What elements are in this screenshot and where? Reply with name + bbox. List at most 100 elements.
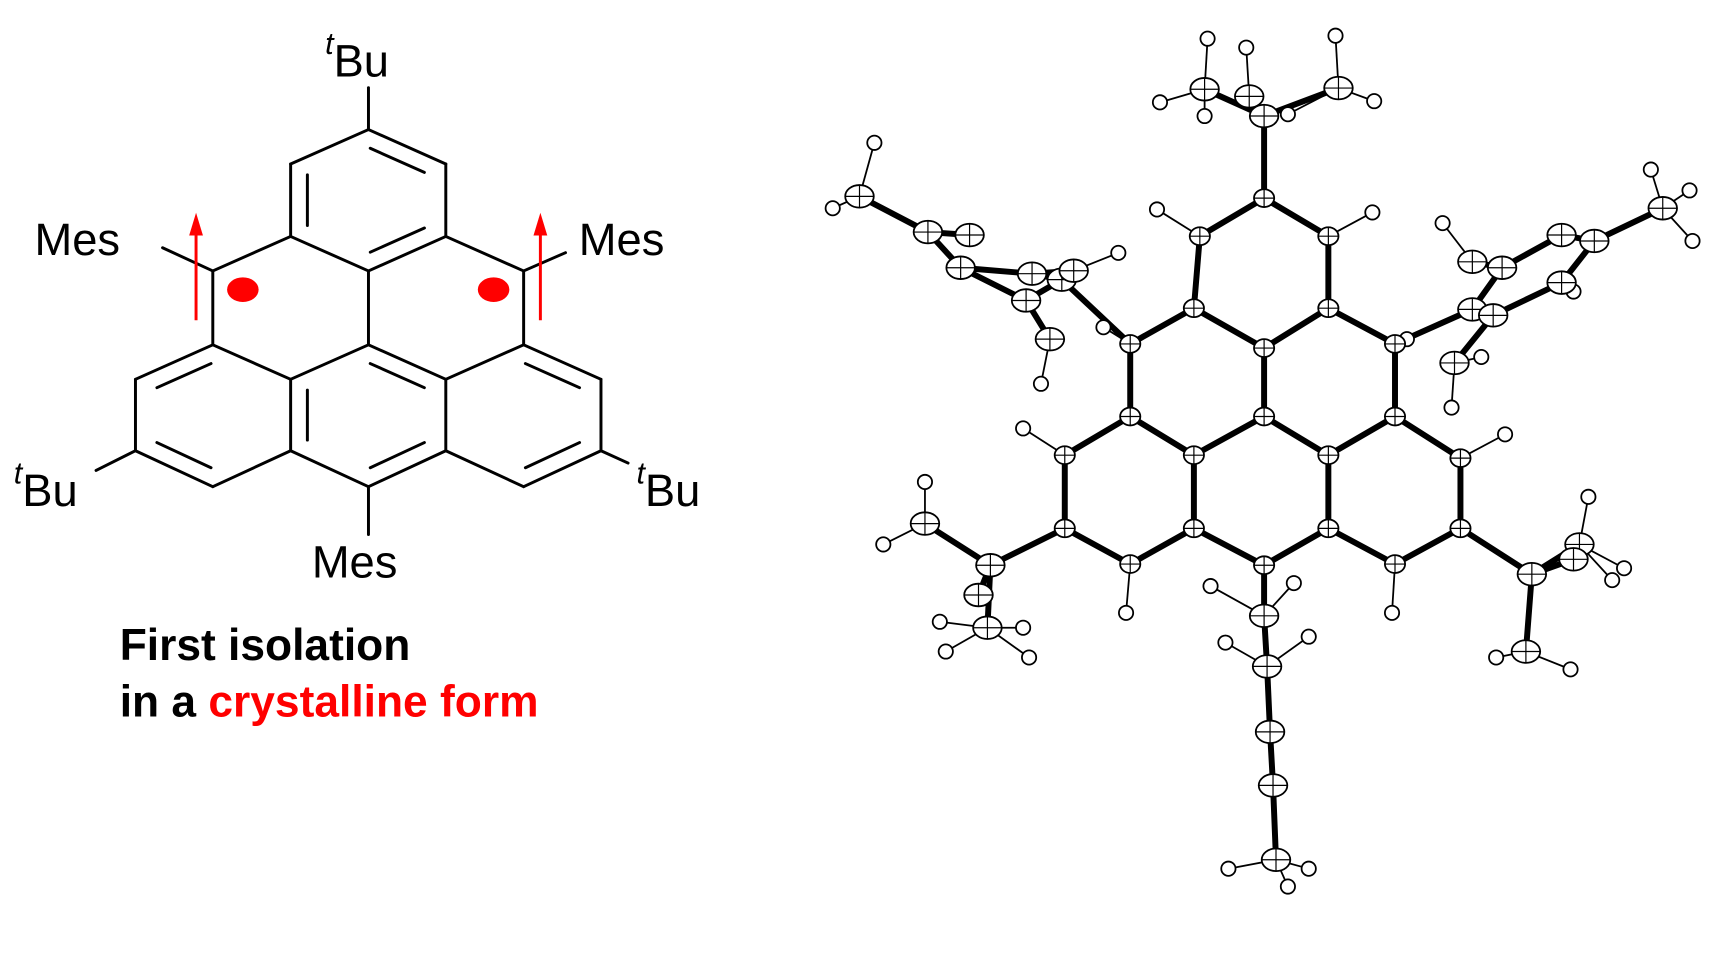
ortep-bond [1190, 413, 1268, 459]
ortep-bond [1392, 413, 1464, 462]
hydrogen-atom [1488, 649, 1505, 666]
bond [522, 251, 567, 273]
carbon-atom [1317, 518, 1340, 539]
ortep-bond [1190, 525, 1268, 569]
carbon-atom [1516, 561, 1548, 587]
skeletal-bonds [94, 86, 630, 536]
hydrogen-atom [1151, 94, 1169, 111]
label-tbu-bottom-left: tBu [14, 457, 78, 516]
carbon-atom [1253, 406, 1276, 427]
bond [366, 128, 448, 166]
carbon-atom [1323, 75, 1354, 101]
hydrogen-atom [1015, 420, 1032, 437]
carbon-atom [1016, 261, 1048, 286]
bond [289, 234, 370, 273]
double-bond-inner-line [368, 362, 426, 390]
chemical-structure: tBu tBu tBu Mes Mes Mes First isolation … [14, 27, 701, 727]
carbon-atom [972, 615, 1003, 640]
carbon-atom [1253, 338, 1276, 358]
bond [444, 234, 526, 273]
carbon-atom [954, 222, 985, 248]
carbon-atom [1248, 603, 1280, 629]
hydrogen-atom [1684, 232, 1701, 250]
double-bond-inner-line [523, 362, 582, 390]
carbon-atom [1251, 654, 1283, 679]
carbon-atom [1010, 288, 1042, 313]
hydrogen-atom [1300, 628, 1317, 645]
ortep-bond [1325, 525, 1398, 568]
crystal-structure-ortep [824, 27, 1701, 895]
hydrogen-atom [1021, 649, 1038, 666]
hydrogen-atom [866, 134, 883, 151]
hydrogen-atom [1202, 578, 1219, 595]
spin-arrow-right [533, 212, 548, 321]
carbon-atom [1119, 554, 1142, 574]
hydrogen-atom [1681, 182, 1698, 199]
bond [366, 234, 448, 273]
hydrogen-atom [1364, 204, 1381, 221]
bond [289, 343, 370, 381]
ortep-bond [1127, 305, 1197, 347]
carbon-atom [1260, 847, 1292, 872]
ortep-bond [1325, 413, 1398, 459]
hydrogen-atom [1642, 161, 1659, 178]
bond [133, 343, 215, 381]
carbon-atom [1439, 350, 1470, 376]
radical-dot-left [227, 277, 259, 302]
bond [289, 128, 370, 166]
bond [522, 343, 603, 381]
hydrogen-atom [1015, 619, 1032, 636]
carbon-atom [1457, 249, 1488, 274]
carbon-atom [1119, 334, 1142, 354]
carbon-atom [1478, 303, 1509, 328]
label-mes-left: Mes [34, 214, 120, 265]
ortep-bond [1457, 525, 1535, 578]
carbon-atom [909, 511, 941, 536]
double-bond-inner-line [155, 362, 213, 390]
double-bond-inner-line [155, 441, 213, 470]
bond [289, 449, 370, 489]
carbon-atom [1053, 445, 1076, 465]
carbon-atom [1182, 298, 1205, 319]
bond [444, 343, 526, 381]
hydrogen-atom [1383, 604, 1401, 621]
hydrogen-atom [824, 200, 841, 217]
carbon-atom [1558, 547, 1589, 572]
hydrogen-atom [1562, 661, 1579, 678]
carbon-atom [1119, 406, 1142, 427]
ortep-bond [1061, 413, 1134, 459]
hydrogen-atom [1473, 348, 1490, 366]
hydrogen-atom [1327, 27, 1344, 44]
hydrogen-atom [1434, 215, 1451, 232]
caption-line-2: in a crystalline form [120, 678, 539, 727]
bond [211, 449, 293, 489]
carbon-atom [1486, 255, 1518, 280]
bond [94, 449, 137, 472]
ortep-bond [1522, 571, 1535, 655]
hydrogen-atom [1604, 572, 1621, 589]
hydrogen-atom [1110, 244, 1127, 261]
ortep-bond [1261, 413, 1332, 459]
ortep-bond [1127, 525, 1197, 568]
hydrogen-atom [1217, 634, 1234, 651]
hydrogen-atom [1497, 426, 1514, 443]
ortep-hydrogens [824, 27, 1701, 895]
bond [366, 449, 448, 489]
hydrogen-atom [937, 643, 954, 660]
hydrogen-atom [1238, 39, 1255, 56]
ortep-bond [1261, 525, 1332, 569]
carbon-atom [945, 255, 976, 280]
carbon-atom [1546, 270, 1577, 295]
carbon-atom [963, 582, 994, 608]
ortep-bond [1058, 276, 1134, 347]
carbon-atom [1579, 228, 1610, 254]
hydrogen-atom [1300, 860, 1317, 877]
bond [366, 343, 448, 381]
carbon-atom [1253, 555, 1276, 576]
carbon-atom [1317, 226, 1340, 247]
double-bond-inner-line [368, 226, 426, 254]
label-mes-right: Mes [579, 214, 665, 265]
carbon-atom [1189, 77, 1220, 102]
carbon-atom [1058, 258, 1089, 283]
carbon-atom [1257, 773, 1289, 798]
